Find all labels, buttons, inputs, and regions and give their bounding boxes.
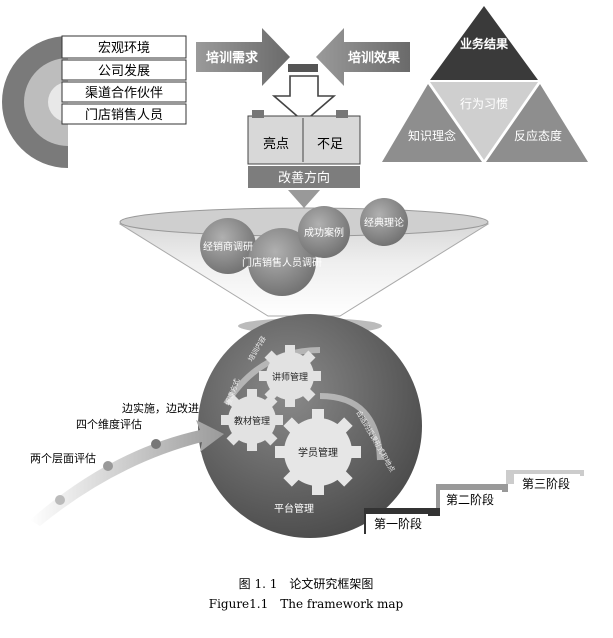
success-case-circle (298, 206, 350, 258)
platform-label: 平台管理 (274, 502, 314, 515)
funnel-circle-label: 经典理论 (364, 216, 404, 229)
triangle-center-label: 行为习惯 (460, 96, 508, 111)
stage-label: 第二阶段 (446, 492, 494, 507)
gear-label: 讲师管理 (272, 371, 308, 383)
triangle-left-label: 知识理念 (408, 128, 456, 143)
gear-label: 学员管理 (298, 446, 338, 459)
progress-arrow: 两个层面评估 四个维度评估 边实施，边改进 (30, 401, 224, 526)
training-effect-arrow: 培训效果 (316, 28, 410, 86)
training-effect-label: 培训效果 (348, 50, 400, 66)
highlight-label: 亮点 (263, 136, 289, 152)
gear-label: 教材管理 (234, 415, 270, 427)
evaluation-triangle: 业务结果 行为习惯 知识理念 反应态度 (382, 6, 588, 162)
training-demand-label: 培训需求 (206, 50, 259, 66)
funnel-circle-label: 成功案例 (304, 226, 344, 239)
triangle-top-label: 业务结果 (460, 36, 508, 51)
shortcoming-label: 不足 (317, 137, 343, 152)
figure-caption-en: Figure1.1 The framework map (209, 597, 404, 611)
stage-label: 第三阶段 (522, 476, 570, 491)
layer-label: 宏观环境 (98, 41, 150, 56)
layer-label: 门店销售人员 (85, 107, 163, 123)
layer-label: 公司发展 (98, 63, 150, 79)
figure-caption-cn: 图 1. 1 论文研究框架图 (239, 576, 374, 591)
gear-icon: 学员管理 (275, 409, 361, 495)
stage-label: 第一阶段 (374, 516, 422, 531)
step-label: 四个维度评估 (76, 417, 142, 431)
triangle-right-label: 反应态度 (514, 128, 562, 143)
evaluation-box: 亮点 不足 改善方向 (247, 110, 361, 208)
funnel-circle-label: 经销商调研 (203, 240, 253, 253)
layers-diagram: 宏观环境 公司发展 渠道合作伙伴 门店销售人员 (2, 35, 187, 168)
funnel: 经销商调研 门店销售人员调研 成功案例 经典理论 (118, 198, 490, 317)
training-demand-arrow: 培训需求 (196, 28, 290, 86)
store-staff-research-circle (248, 228, 316, 296)
improvement-label: 改善方向 (278, 170, 330, 186)
management-ball: 讲师管理 教材管理 学员管理 培训内容 授课方式 合适的授课形式和地点 (198, 314, 422, 538)
down-arrow-icon (271, 64, 337, 124)
step-label: 两个层面评估 (30, 452, 96, 465)
dealer-research-circle (200, 218, 256, 274)
stages: 第一阶段 第二阶段 第三阶段 (364, 470, 584, 534)
classic-theory-circle (360, 198, 408, 246)
step-label: 边实施，边改进 (122, 401, 199, 415)
funnel-circle-label: 门店销售人员调研 (242, 256, 322, 269)
layer-label: 渠道合作伙伴 (85, 86, 163, 101)
